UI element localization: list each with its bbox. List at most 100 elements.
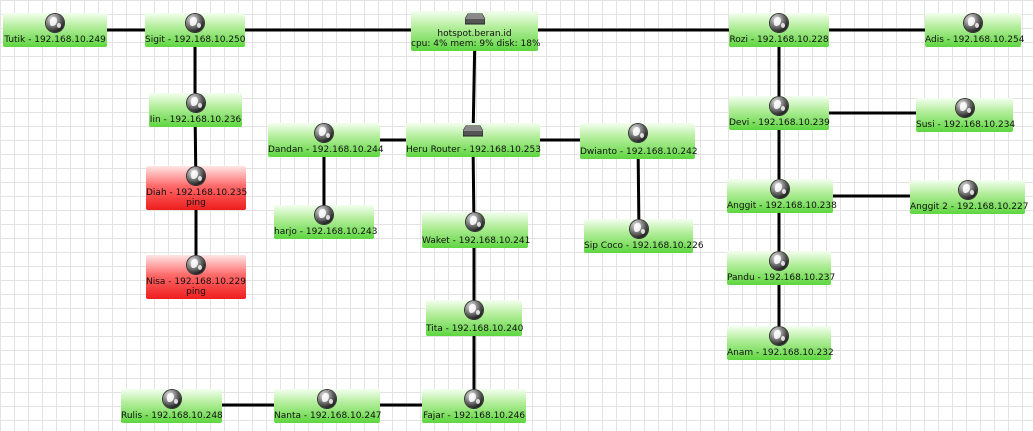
globe-icon [187, 256, 205, 274]
device-label: Tutik - 192.168.10.249 [3, 35, 107, 45]
device-node-rulis[interactable]: Rulis - 192.168.10.248 [121, 389, 223, 423]
globe-icon [770, 14, 788, 32]
probe-status: ping [186, 287, 206, 297]
device-label: Nanta - 192.168.10.247 [274, 411, 382, 421]
device-label: Anggit 2 - 192.168.10.227 [910, 202, 1029, 212]
device-node-devi[interactable]: Devi - 192.168.10.239 [729, 96, 830, 130]
device-name-ip: Waket - 192.168.10.241 [422, 236, 531, 246]
device-label: Dandan - 192.168.10.244 [268, 145, 384, 155]
device-name-ip: Anam - 192.168.10.232 [727, 348, 834, 358]
device-name-ip: Dandan - 192.168.10.244 [268, 145, 384, 155]
globe-icon [46, 14, 64, 32]
device-node-susi[interactable]: Susi - 192.168.10.234 [916, 98, 1016, 132]
device-name-ip: Anggit - 192.168.10.238 [727, 201, 837, 211]
device-name-ip: Nanta - 192.168.10.247 [274, 411, 382, 421]
device-node-waket[interactable]: Waket - 192.168.10.241 [422, 212, 531, 248]
device-name-ip: Devi - 192.168.10.239 [729, 118, 830, 128]
device-node-fajar[interactable]: Fajar - 192.168.10.246 [422, 389, 526, 423]
device-node-tita[interactable]: Tita - 192.168.10.240 [426, 300, 524, 336]
globe-icon [315, 124, 333, 142]
router-icon [463, 125, 483, 137]
device-label: Anggit - 192.168.10.238 [727, 201, 837, 211]
device-node-nanta[interactable]: Nanta - 192.168.10.247 [274, 389, 382, 423]
device-node-rozi[interactable]: Rozi - 192.168.10.228 [729, 13, 829, 47]
device-label: Rulis - 192.168.10.248 [121, 411, 223, 421]
device-label: Sip Coco - 192.168.10.226 [584, 241, 704, 251]
device-label: Adis - 192.168.10.254 [925, 35, 1025, 45]
device-label: Tita - 192.168.10.240 [426, 324, 524, 334]
device-label: Anam - 192.168.10.232 [727, 348, 834, 358]
globe-icon [186, 94, 205, 112]
globe-icon [465, 301, 483, 319]
device-name-ip: hotspot.beran.id [437, 29, 512, 39]
device-name-ip: Rozi - 192.168.10.228 [729, 35, 829, 45]
device-node-pandu[interactable]: Pandu - 192.168.10.237 [727, 251, 836, 285]
device-name-ip: Susi - 192.168.10.234 [916, 120, 1016, 130]
device-node-dwianto[interactable]: Dwianto - 192.168.10.242 [580, 123, 698, 159]
globe-icon [186, 14, 204, 32]
globe-icon [770, 327, 788, 345]
device-label: Iin - 192.168.10.236 [149, 115, 242, 125]
globe-icon [318, 390, 336, 408]
device-node-anam[interactable]: Anam - 192.168.10.232 [727, 326, 834, 360]
globe-icon [955, 99, 974, 117]
device-label: Susi - 192.168.10.234 [916, 120, 1016, 130]
device-name-ip: Tutik - 192.168.10.249 [4, 35, 106, 45]
device-name-ip: Anggit 2 - 192.168.10.227 [910, 202, 1029, 212]
globe-icon [466, 213, 484, 231]
device-node-iin[interactable]: Iin - 192.168.10.236 [149, 93, 242, 127]
globe-icon [187, 167, 205, 185]
globe-icon [771, 180, 789, 198]
device-node-anggit[interactable]: Anggit - 192.168.10.238 [727, 179, 837, 213]
device-label: Heru Router - 192.168.10.253 [406, 145, 541, 155]
device-node-sipcoco[interactable]: Sip Coco - 192.168.10.226 [584, 219, 704, 253]
device-node-anggit2[interactable]: Anggit 2 - 192.168.10.227 [910, 180, 1029, 214]
device-label: Pandu - 192.168.10.237 [727, 273, 836, 283]
globe-icon [770, 252, 788, 270]
device-name-ip: Nisa - 192.168.10.229 [146, 277, 246, 287]
device-name-ip: Dwianto - 192.168.10.242 [580, 147, 698, 157]
device-node-dandan[interactable]: Dandan - 192.168.10.244 [268, 123, 384, 157]
device-name-ip: Rulis - 192.168.10.248 [121, 411, 223, 421]
device-label: Devi - 192.168.10.239 [729, 118, 830, 128]
globe-icon [628, 124, 647, 142]
device-node-adis[interactable]: Adis - 192.168.10.254 [925, 13, 1025, 47]
device-label: harjo - 192.168.10.243 [274, 227, 378, 237]
globe-icon [770, 97, 788, 115]
probe-status: ping [186, 198, 206, 208]
device-name-ip: Iin - 192.168.10.236 [149, 115, 242, 125]
device-name-ip: Sigit - 192.168.10.250 [145, 35, 246, 45]
globe-icon [162, 390, 181, 408]
device-label: Sigit - 192.168.10.250 [145, 35, 246, 45]
device-label: Dwianto - 192.168.10.242 [580, 147, 698, 157]
device-name-ip: harjo - 192.168.10.243 [274, 227, 378, 237]
device-name-ip: Diah - 192.168.10.235 [146, 188, 248, 198]
device-label: Fajar - 192.168.10.246 [422, 411, 526, 421]
device-node-heru[interactable]: Heru Router - 192.168.10.253 [406, 123, 541, 157]
device-stats: cpu: 4% mem: 9% disk: 18% [411, 39, 541, 49]
globe-icon [315, 206, 333, 224]
device-label: Waket - 192.168.10.241 [422, 236, 531, 246]
globe-icon [964, 14, 982, 32]
device-name-ip: Sip Coco - 192.168.10.226 [584, 241, 704, 251]
router-icon [464, 13, 485, 25]
device-label: Rozi - 192.168.10.228 [729, 35, 829, 45]
device-node-harjo[interactable]: harjo - 192.168.10.243 [274, 205, 378, 239]
globe-icon [958, 181, 977, 199]
globe-icon [465, 390, 483, 408]
device-node-sigit[interactable]: Sigit - 192.168.10.250 [145, 13, 246, 47]
device-name-ip: Adis - 192.168.10.254 [925, 35, 1025, 45]
device-name-ip: Pandu - 192.168.10.237 [727, 273, 836, 283]
globe-icon [629, 220, 648, 238]
device-name-ip: Heru Router - 192.168.10.253 [406, 145, 541, 155]
device-name-ip: Tita - 192.168.10.240 [426, 324, 524, 334]
device-name-ip: Fajar - 192.168.10.246 [422, 411, 526, 421]
device-node-tutik[interactable]: Tutik - 192.168.10.249 [3, 13, 107, 47]
